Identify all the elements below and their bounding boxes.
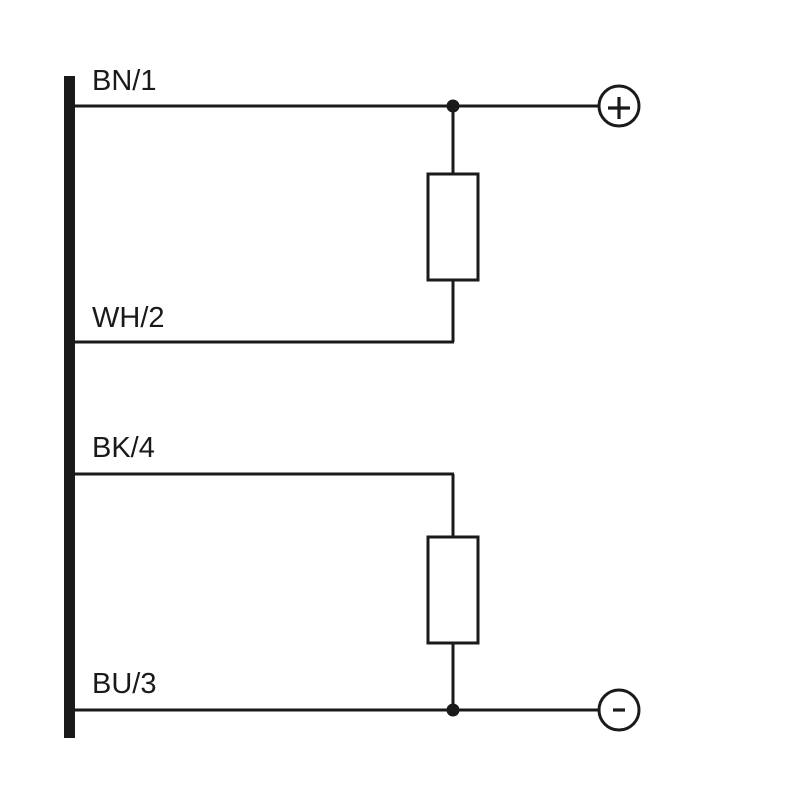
positive-terminal-icon [597,84,641,128]
upper-resistor [426,172,480,282]
pin-label-wh2: WH/2 [92,302,165,334]
pin-label-bu3: BU/3 [92,668,156,700]
junction-dot-lower [446,703,460,717]
negative-terminal-icon [597,688,641,732]
pin-label-bk4: BK/4 [92,432,155,464]
connector-bar [64,76,75,738]
junction-dot-upper [446,99,460,113]
pin-label-bn1: BN/1 [92,65,156,97]
lower-resistor [426,535,480,645]
